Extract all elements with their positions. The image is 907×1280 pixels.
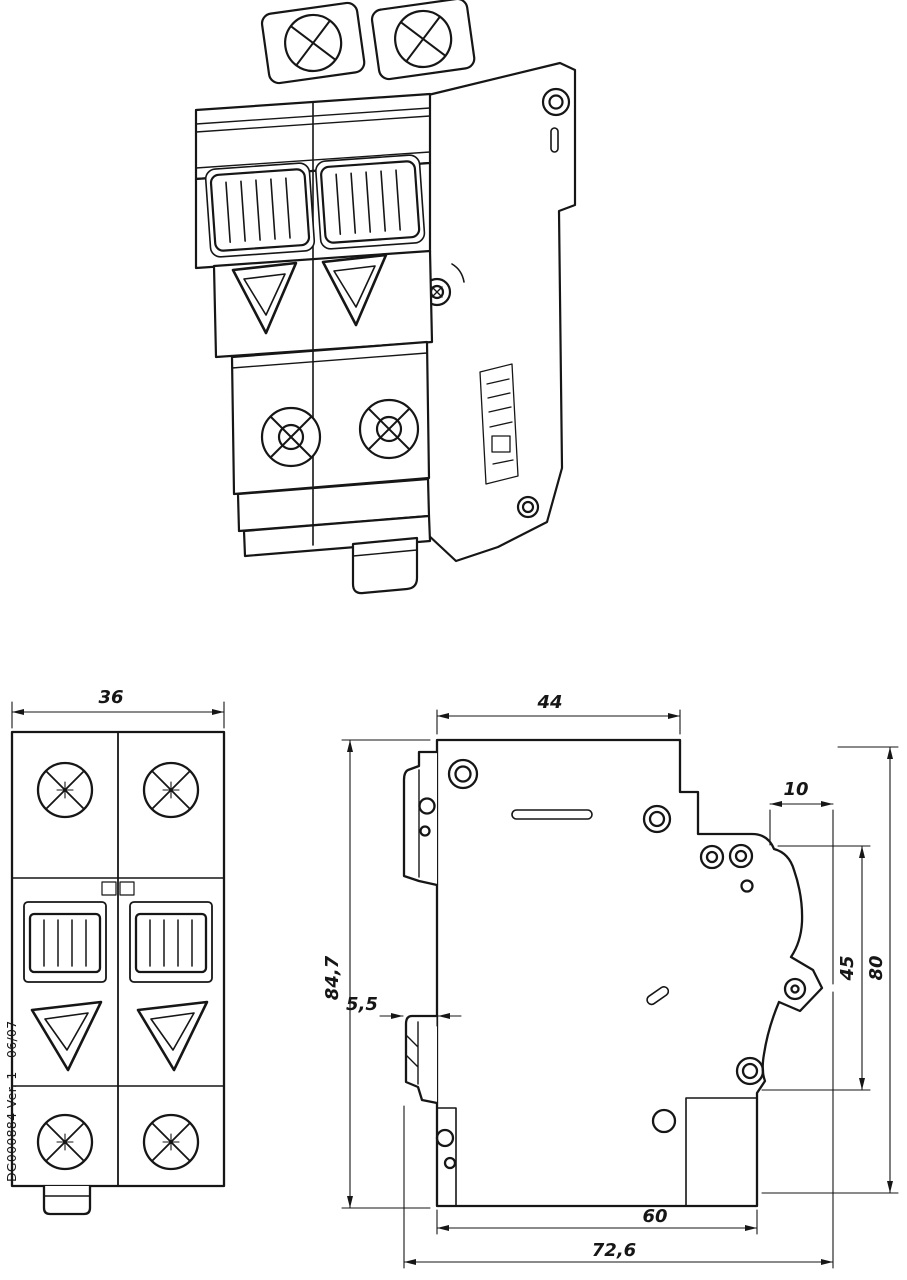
side-plate — [422, 61, 577, 563]
side-dim-lines — [341, 709, 899, 1269]
off-arrow-right — [321, 253, 388, 327]
terminal-screw-right — [358, 398, 420, 460]
toggle-lever-right — [315, 154, 426, 250]
front-view — [10, 701, 226, 1216]
dim-80-label: 80 — [866, 955, 887, 980]
front-off-arrow-left — [30, 1000, 103, 1072]
dim-84-7-label: 84,7 — [322, 955, 343, 1000]
side-details — [435, 758, 807, 1207]
front-off-arrow-right — [136, 1000, 209, 1072]
front-toggle-left — [23, 901, 107, 983]
flange-bottom — [404, 1014, 439, 1105]
front-screw-bottom-right — [142, 1113, 200, 1171]
din-clip-front — [42, 1184, 92, 1216]
dim-72-6-label: 72,6 — [592, 1240, 636, 1261]
terminal-screw-left — [260, 406, 322, 468]
toggle-lever-left — [204, 162, 316, 258]
terminal-cap-right — [370, 0, 476, 81]
dim-10-label: 10 — [783, 779, 808, 800]
front-screw-top-right — [142, 761, 200, 819]
rating-label — [479, 363, 519, 485]
dim-44-label: 44 — [536, 692, 562, 713]
off-arrow-left — [231, 261, 298, 335]
vent-slot — [511, 809, 593, 820]
terminal-cap-left — [260, 1, 366, 85]
isometric-view — [194, 0, 577, 595]
flange-top — [402, 750, 439, 887]
dim-5-5-label: 5,5 — [346, 994, 378, 1015]
dim-60-label: 60 — [642, 1206, 667, 1227]
side-outline — [435, 738, 824, 1208]
din-clip — [351, 536, 419, 595]
front-screw-bottom-left — [36, 1113, 94, 1171]
document-code: DG000884 Ver. 1 - 06/07 — [4, 1020, 19, 1182]
dim-36 — [11, 701, 225, 729]
dim-36-label: 36 — [98, 687, 123, 708]
side-view — [341, 709, 899, 1269]
front-screw-top-left — [36, 761, 94, 819]
front-toggle-right — [129, 901, 213, 983]
dim-45-label: 45 — [837, 955, 858, 981]
